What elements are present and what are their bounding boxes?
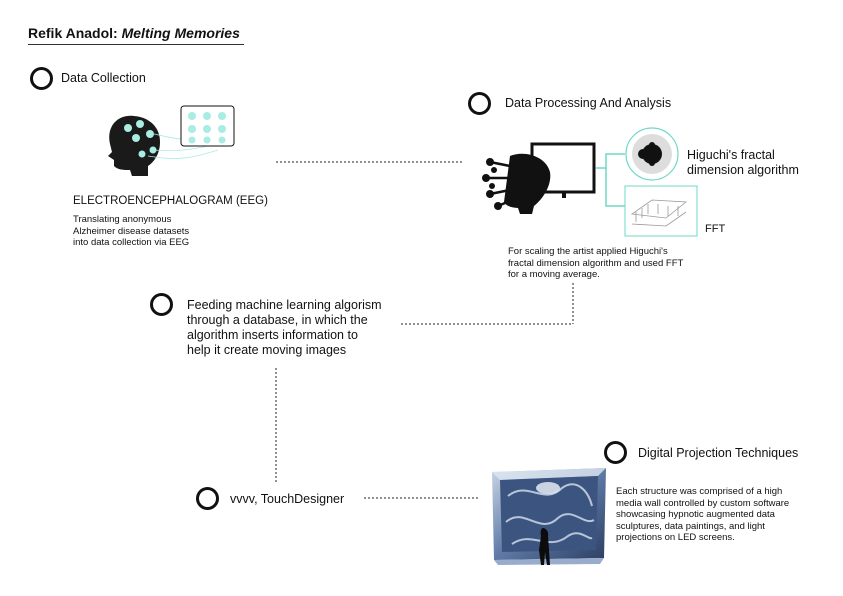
projection-title: Digital Projection Techniques [638, 446, 799, 460]
processing-description: For scaling the artist applied Higuchi's… [508, 246, 683, 281]
algo-line: dimension algorithm [687, 163, 799, 177]
projection-artwork-image [492, 468, 606, 565]
data-collection-marker [30, 67, 53, 90]
desc-line: Feeding machine learning algorism [187, 298, 382, 312]
processing-title: Data Processing And Analysis [505, 96, 672, 110]
desc-line: sculptures, data paintings, and light [616, 520, 765, 532]
desc-line: For scaling the artist applied Higuchi's [508, 246, 668, 257]
desc-line: help it create moving images [187, 343, 347, 357]
desc-line: Translating anonymous [73, 214, 172, 225]
desc-line: fractal dimension algorithm and used FFT [508, 257, 684, 269]
software-marker [196, 487, 219, 510]
desc-line: algorithm inserts information to [187, 328, 358, 342]
desc-line: for a moving average. [508, 269, 600, 280]
title-prefix: Refik Anadol: [28, 25, 122, 41]
eeg-head-illustration [108, 105, 235, 176]
processing-marker [468, 92, 491, 115]
desc-line: Each structure was comprised of a high [616, 486, 783, 497]
desc-line: projections on LED screens. [616, 532, 735, 543]
data-collection-title: Data Collection [61, 71, 146, 85]
eeg-device-label: ELECTROENCEPHALOGRAM (EEG) [73, 195, 268, 207]
desc-line: into data collection via EEG [73, 237, 190, 248]
projection-description: Each structure was comprised of a high m… [616, 486, 789, 544]
title-emphasis: Melting Memories [121, 25, 240, 41]
fft-label: FFT [705, 223, 726, 235]
data-collection-description: Translating anonymous Alzheimer disease … [73, 214, 189, 249]
ml-marker [150, 293, 173, 316]
higuchi-algorithm-label: Higuchi's fractal dimension algorithm [687, 148, 799, 178]
desc-line: through a database, in which the [187, 313, 368, 327]
software-title: vvvv, TouchDesigner [230, 492, 345, 506]
page-title: Refik Anadol: Melting Memories [28, 25, 240, 41]
desc-line: showcasing hypnotic augmented data [616, 509, 775, 520]
projection-marker [604, 441, 627, 464]
ml-description: Feeding machine learning algorism throug… [187, 298, 382, 358]
title-underline [28, 44, 244, 45]
algo-line: Higuchi's fractal [687, 148, 775, 162]
desc-line: media wall controlled by custom software [616, 497, 790, 509]
ai-processing-illustration [482, 127, 698, 237]
desc-line: Alzheimer disease datasets [73, 225, 190, 237]
